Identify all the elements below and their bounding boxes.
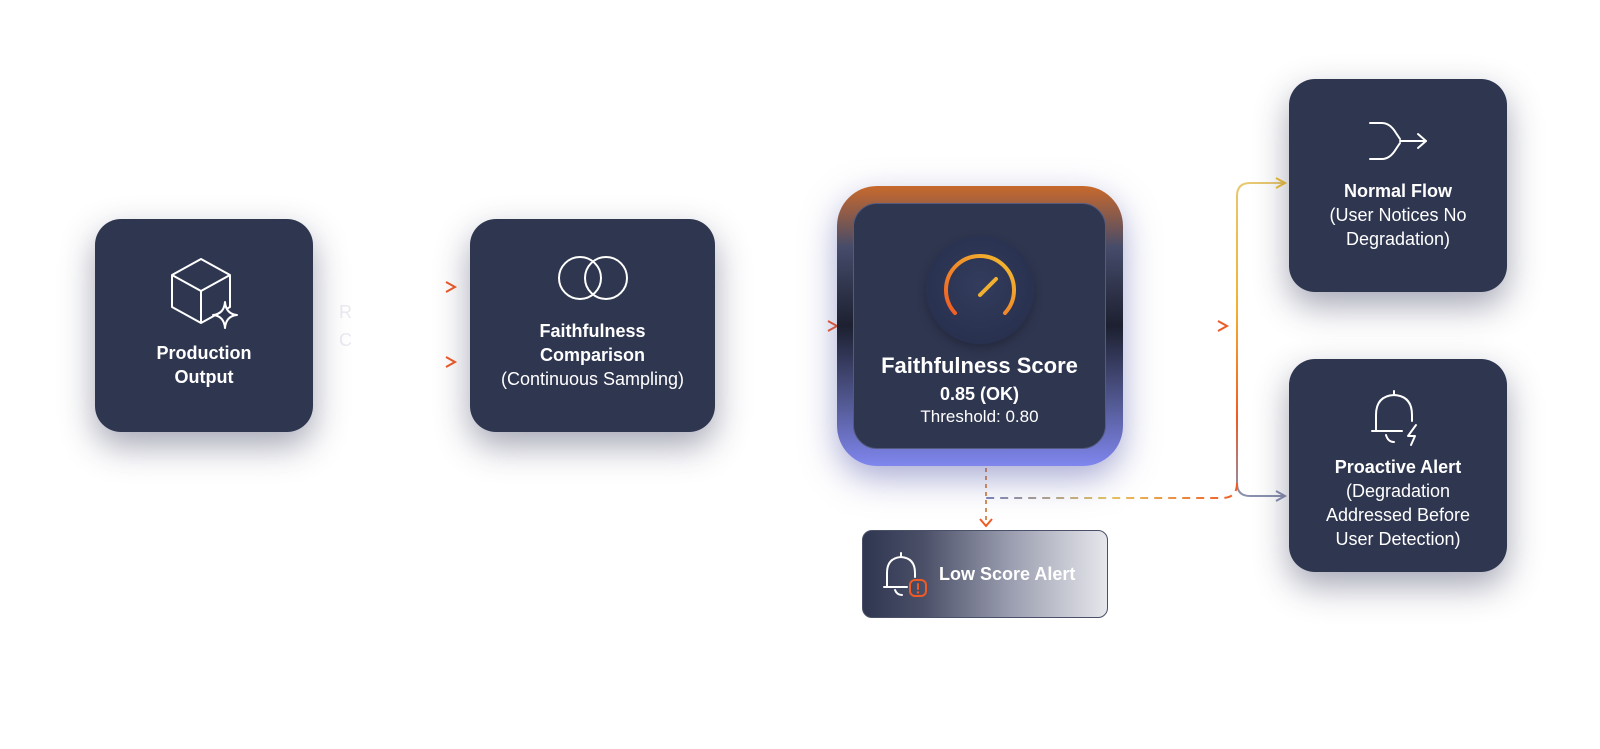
interlocking-rings-icon	[557, 256, 628, 300]
comparison-label-line3: (Continuous Sampling)	[500, 369, 685, 389]
score-threshold: Threshold: 0.80	[920, 407, 1039, 426]
cube-sparkle-icon	[171, 258, 238, 329]
score-title: Faithfulness Score	[881, 353, 1078, 378]
faithfulness-score-node[interactable]: Faithfulness Score 0.85 (OK) Threshold: …	[853, 203, 1106, 449]
gauge-icon	[943, 254, 1016, 315]
production-label-line2: Output	[174, 367, 234, 387]
normal-flow-node[interactable]: Normal Flow (User Notices No Degradation…	[1289, 79, 1507, 292]
arrow-comparison-to-score	[730, 320, 840, 332]
arrow-score-to-branch	[1124, 320, 1230, 332]
low-score-alert-label: Low Score Alert	[939, 563, 1076, 584]
arrow-production-to-comparison-lower	[315, 356, 458, 368]
proactive-alert-node[interactable]: Proactive Alert (Degradation Addressed B…	[1289, 359, 1507, 572]
comparison-label-line2: Comparison	[539, 345, 645, 365]
bell-warning-icon	[883, 552, 927, 597]
normal-label-line2: (User Notices No	[1329, 205, 1467, 225]
proactive-label-line1: Proactive Alert	[1334, 457, 1462, 477]
bell-bolt-icon	[1371, 390, 1417, 446]
arrow-production-to-comparison-upper	[315, 281, 458, 293]
proactive-label-line2: (Degradation	[1345, 481, 1451, 501]
score-value: 0.85 (OK)	[939, 384, 1020, 404]
gauge-background	[925, 236, 1034, 344]
dashed-alert-path	[979, 468, 1238, 528]
production-label-line1: Production	[156, 343, 252, 363]
faint-label-line2: C	[339, 330, 352, 350]
production-output-node[interactable]: Production Output	[95, 219, 313, 432]
comparison-label-line1: Faithfulness	[539, 321, 646, 341]
normal-label-line1: Normal Flow	[1343, 181, 1452, 201]
faithfulness-comparison-node[interactable]: Faithfulness Comparison (Continuous Samp…	[470, 219, 715, 432]
faint-label-line1: R	[339, 302, 352, 322]
normal-label-line3: Degradation)	[1345, 229, 1451, 249]
proactive-label-line3: Addressed Before	[1325, 505, 1471, 525]
faint-connector-label: R C	[339, 298, 363, 354]
branch-connector	[1236, 177, 1288, 502]
low-score-alert-node[interactable]: Low Score Alert	[862, 530, 1108, 618]
proactive-label-line4: User Detection)	[1335, 529, 1461, 549]
merge-arrow-icon	[1369, 122, 1427, 160]
